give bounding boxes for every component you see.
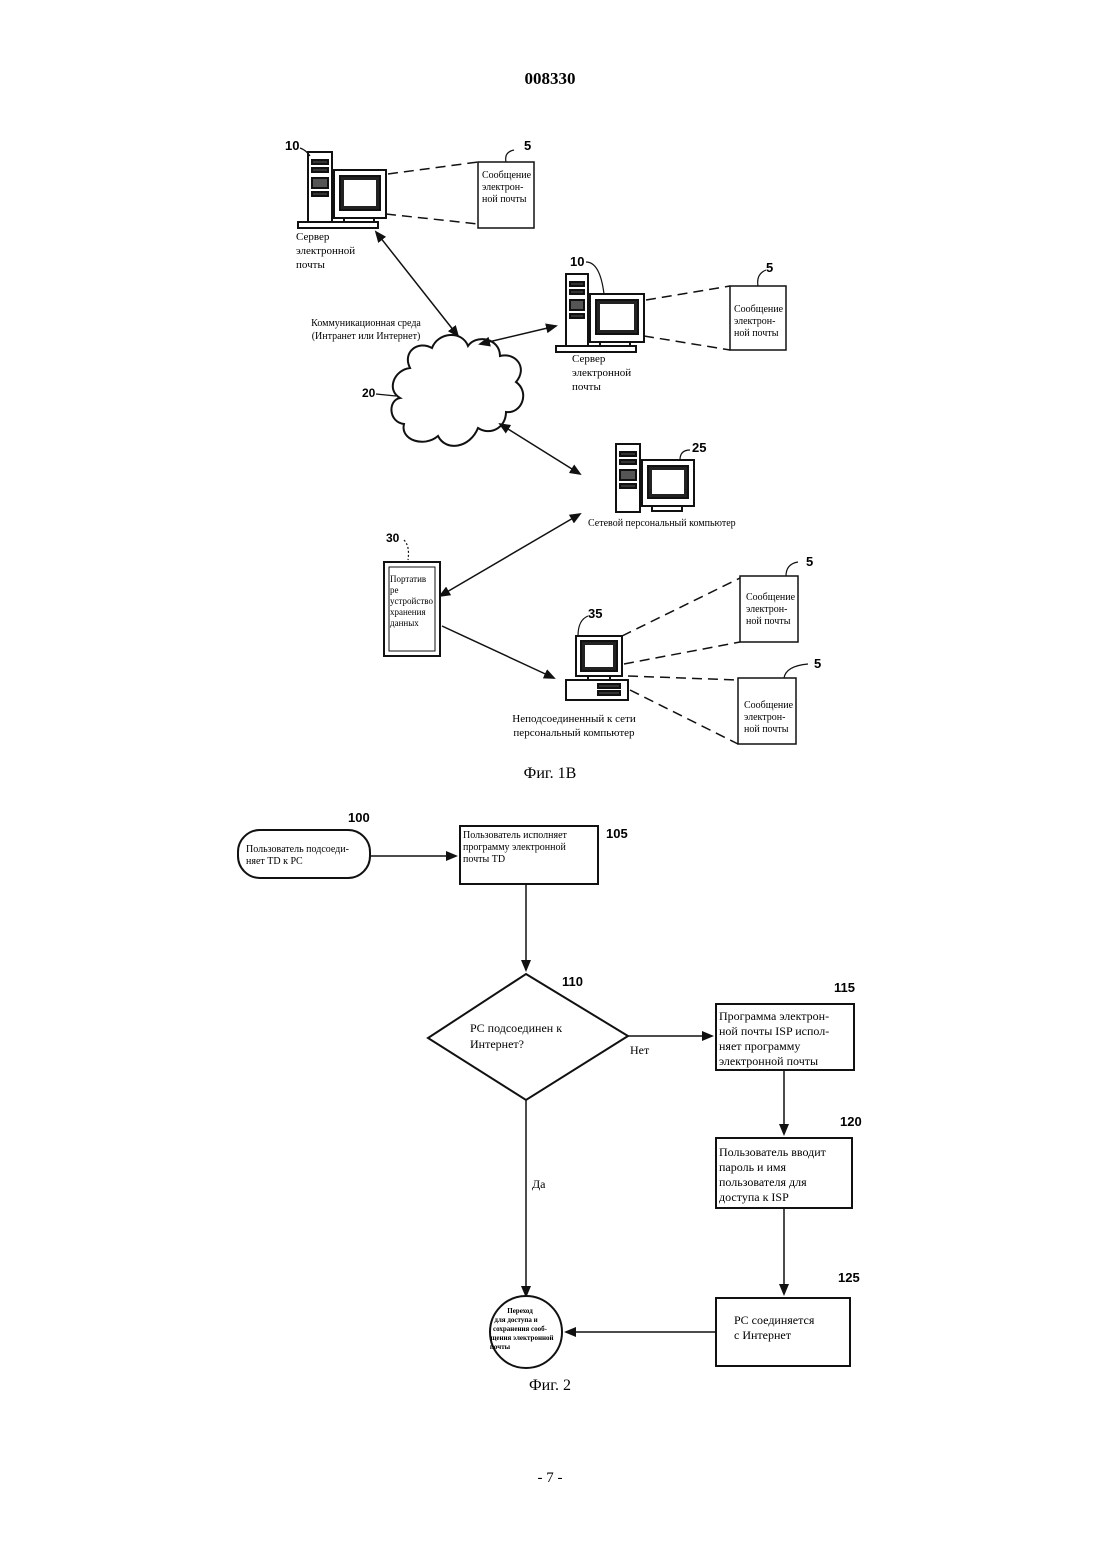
email-message-text: ной почты	[734, 328, 779, 339]
flow-decision-text: PC подсоединен к	[470, 1021, 562, 1035]
ref-label: 100	[348, 810, 370, 825]
figure-caption: Фиг. 1В	[524, 765, 577, 782]
email-message-text: ной почты	[746, 616, 791, 627]
flow-step-text: пользователя для	[719, 1175, 807, 1189]
mail-server-label: Сервер	[296, 231, 330, 243]
ref-label: 25	[692, 440, 706, 455]
comm-medium-label: (Интранет или Интернет)	[312, 331, 421, 342]
flow-step-text: Пользователь исполняет	[463, 830, 568, 841]
flow-step-text: доступа к ISP	[719, 1190, 789, 1204]
offline-pc-label: персональный компьютер	[513, 727, 635, 739]
portable-device-label: данных	[390, 618, 419, 628]
flow-step-text: почты TD	[463, 854, 505, 865]
mail-server-label: почты	[296, 259, 325, 271]
ref-label: 115	[834, 980, 855, 995]
flow-step-text: няет программу	[719, 1039, 800, 1053]
portable-device-label: ре	[390, 585, 399, 595]
branch-label-yes: Да	[532, 1177, 546, 1191]
mail-server-top-computer-icon	[298, 152, 386, 228]
ref-label: 5	[524, 138, 531, 153]
flow-step-text: программу электронной	[463, 842, 567, 853]
ref-label: 5	[814, 656, 821, 671]
branch-label-no: Нет	[630, 1043, 650, 1057]
email-message-text: ной почты	[744, 724, 789, 735]
ref-label: 125	[838, 1270, 860, 1285]
email-message-text: Сообщение	[482, 170, 532, 181]
flow-end-text: щения электронной	[490, 1334, 553, 1342]
flow-decision-110	[428, 974, 628, 1100]
figure-caption: Фиг. 2	[529, 1377, 571, 1394]
portable-device-label: устройство	[390, 596, 433, 606]
portable-device-label: Портатив	[390, 574, 426, 584]
flow-step-text: ной почты ISP испол-	[719, 1024, 829, 1038]
ref-label: 120	[840, 1114, 862, 1129]
page-number: - 7 -	[538, 1470, 563, 1486]
email-message-text: электрон-	[482, 182, 523, 193]
figure-1b: 10 Сервер электронной почты Сообщение эл…	[285, 138, 821, 782]
figure-2-flowchart: Пользователь подсоеди- няет TD к PC 100 …	[238, 810, 862, 1394]
flow-step-text: Пользователь подсоеди-	[246, 844, 349, 855]
flow-end-text: Переход	[507, 1307, 533, 1315]
ref-label: 35	[588, 606, 602, 621]
email-message-text: Сообщение	[746, 592, 796, 603]
portable-device-label: хранения	[390, 607, 426, 617]
email-message-text: электрон-	[734, 316, 775, 327]
mail-server-label: электронной	[296, 245, 355, 257]
document-number: 008330	[525, 69, 576, 88]
ref-label: 10	[570, 254, 584, 269]
mail-server-label: почты	[572, 381, 601, 393]
flow-step-text: няет TD к PC	[246, 856, 303, 867]
comm-medium-label: Коммуникационная среда	[311, 318, 421, 329]
offline-pc-label: Неподсоединенный к сети	[512, 713, 636, 725]
mail-server-label: электронной	[572, 367, 631, 379]
ref-label: 10	[285, 138, 299, 153]
ref-label: 30	[386, 531, 400, 545]
flow-step-text: PC соединяется	[734, 1313, 815, 1327]
mail-server-label: Сервер	[572, 353, 606, 365]
ref-label: 5	[806, 554, 813, 569]
flow-end-text: сохранения сооб-	[493, 1325, 548, 1333]
ref-label: 105	[606, 826, 628, 841]
network-pc-computer-icon	[616, 444, 694, 512]
network-pc-label: Сетевой персональный компьютер	[588, 518, 736, 529]
email-message-text: электрон-	[744, 712, 785, 723]
flow-decision-text: Интернет?	[470, 1037, 524, 1051]
flow-step-text: Программа электрон-	[719, 1009, 829, 1023]
ref-label: 5	[766, 260, 773, 275]
email-message-text: Сообщение	[734, 304, 784, 315]
mail-server-right-computer-icon	[556, 274, 644, 352]
email-message-text: ной почты	[482, 194, 527, 205]
flow-end-text: почты	[490, 1343, 511, 1351]
ref-label: 20	[362, 386, 376, 400]
flow-step-text: пароль и имя	[719, 1160, 786, 1174]
network-cloud-icon	[391, 335, 523, 446]
offline-pc-computer-icon	[566, 636, 628, 700]
email-message-text: электрон-	[746, 604, 787, 615]
flow-step-text: электронной почты	[719, 1054, 818, 1068]
flow-step-text: с Интернет	[734, 1328, 792, 1342]
ref-label: 110	[562, 974, 583, 989]
flow-end-text: для доступа и	[494, 1316, 537, 1324]
flow-step-text: Пользователь вводит	[719, 1145, 827, 1159]
email-message-text: Сообщение	[744, 700, 794, 711]
